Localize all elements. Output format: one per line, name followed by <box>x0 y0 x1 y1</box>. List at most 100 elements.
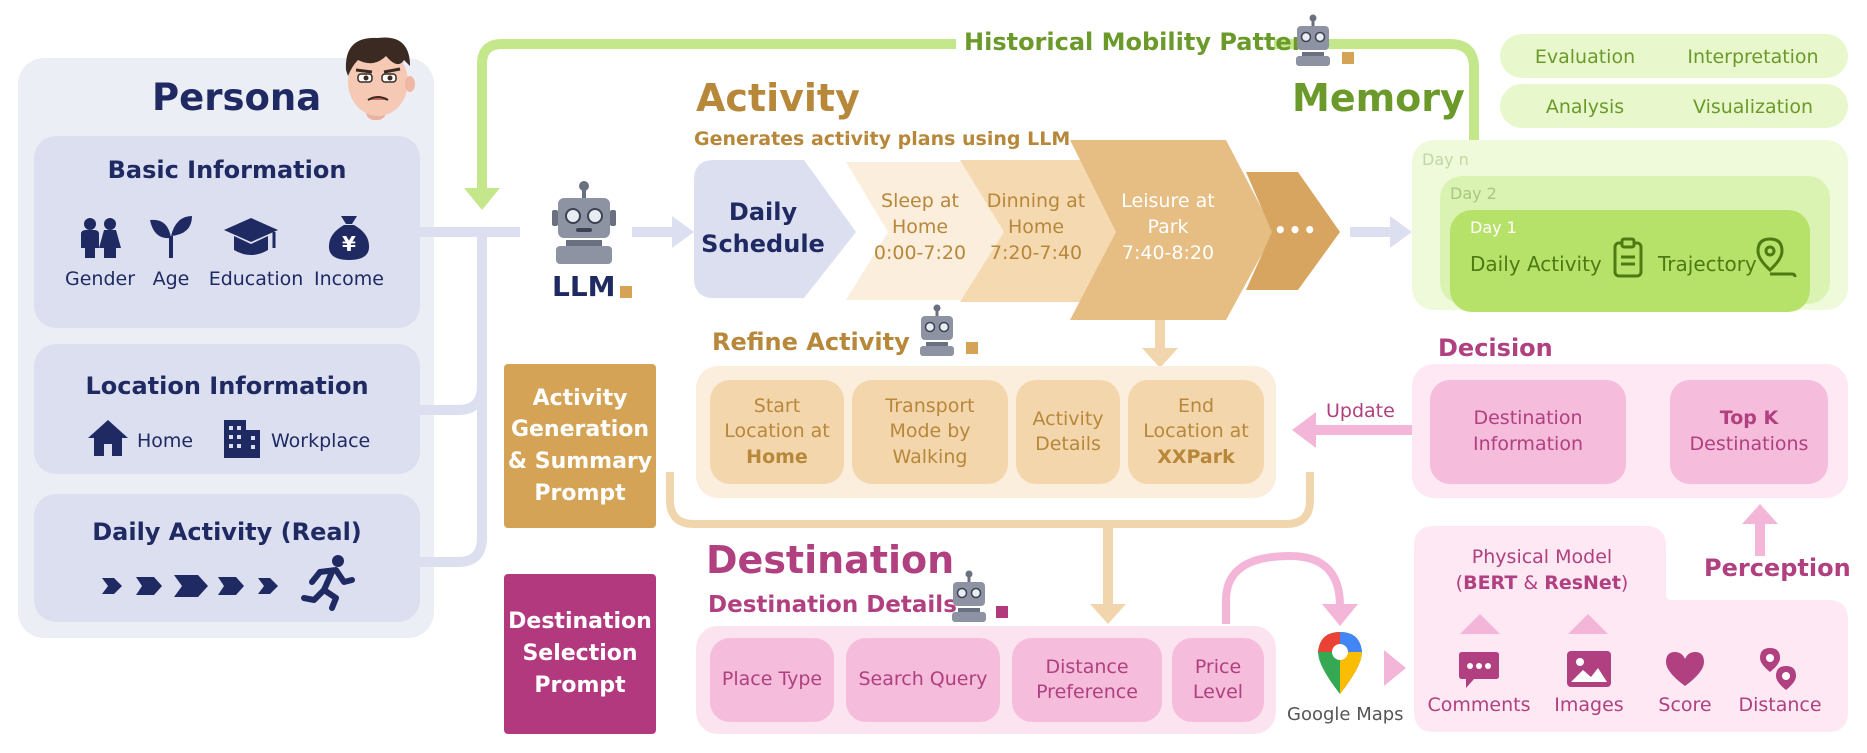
step-sleep-line3: 0:00-7:20 <box>873 242 967 264</box>
topk-line2: Destinations <box>1689 433 1809 455</box>
age-label: Age <box>152 268 190 290</box>
google-maps-pin-icon <box>1318 632 1362 694</box>
destination-robot-icon <box>952 570 986 622</box>
update-label: Update <box>1326 400 1395 422</box>
dest-info-line2: Information <box>1473 433 1583 455</box>
llm-label: LLM <box>552 270 616 303</box>
workplace-label: Workplace <box>271 430 371 452</box>
activity-title: Activity <box>696 76 860 120</box>
physical-model-label: Physical Model <box>1471 546 1613 568</box>
destination-place-type: Place Type <box>710 638 834 722</box>
physical-resnet: ResNet <box>1544 572 1621 594</box>
step-sleep-line2: Home <box>891 216 949 238</box>
destination-prompt-line2: Selection <box>522 641 638 667</box>
daily-activity-real-title: Daily Activity (Real) <box>92 518 362 546</box>
refine-details-a: Activity <box>1032 407 1104 430</box>
building-icon <box>224 420 260 458</box>
activity-subtitle: Generates activity plans using LLM <box>694 128 1071 150</box>
decision-topk-destinations: Top K Destinations <box>1670 380 1828 484</box>
perception-up-triangles <box>1460 614 1608 634</box>
memory-tag-analysis: Analysis <box>1545 96 1625 118</box>
persona-avatar-icon <box>345 37 415 120</box>
refine-activity-title: Refine Activity <box>712 328 910 356</box>
refine-transport-c: Walking <box>892 445 968 468</box>
perception-panel <box>1414 526 1848 732</box>
home-icon <box>88 420 128 456</box>
memory-trajectory-label: Trajectory <box>1658 252 1757 276</box>
step-sleep-line1: Sleep at <box>881 190 959 212</box>
basic-information-title: Basic Information <box>107 156 347 184</box>
trajectory-icon <box>1756 237 1797 278</box>
refine-start-c: Home <box>746 445 808 468</box>
llm-robot-icon <box>552 181 616 264</box>
step-leisure-line3: 7:40-8:20 <box>1121 242 1215 264</box>
historical-mobility-pattern-label: Historical Mobility Pattern <box>964 28 1321 56</box>
activity-generation-prompt: Activity Generation & Summary Prompt <box>504 364 656 528</box>
destination-selection-prompt: Destination Selection Prompt <box>504 574 656 734</box>
clipboard-icon <box>1613 237 1643 278</box>
score-label: Score <box>1658 694 1712 716</box>
income-label: Income <box>314 268 384 290</box>
memory-tag-evaluation: Evaluation <box>1534 46 1636 68</box>
activity-prompt-line2: Generation <box>510 417 650 443</box>
refine-details-b: Details <box>1035 433 1101 455</box>
activity-prompt-line4: Prompt <box>534 480 626 506</box>
destination-search-query: Search Query <box>846 638 1000 722</box>
refine-robot-icon <box>920 304 954 356</box>
memory-title: Memory <box>1292 76 1465 120</box>
step-more: ••• <box>1273 218 1319 242</box>
memory-tag-interpretation: Interpretation <box>1687 46 1819 68</box>
refine-end-location: End Location at XXPark <box>1128 380 1264 484</box>
daily-activity-real-card <box>34 494 420 622</box>
dest-info-line1: Destination <box>1473 407 1583 430</box>
refine-activity-details: Activity Details <box>1016 380 1120 484</box>
destination-price-level: Price Level <box>1172 638 1264 722</box>
refine-end-a: End <box>1177 395 1215 418</box>
decision-destination-information: Destination Information <box>1430 380 1626 484</box>
memory-day-2-label: Day 2 <box>1450 184 1497 203</box>
memory-tag-row1 <box>1500 34 1848 78</box>
physical-close-paren: ) <box>1620 572 1629 594</box>
refine-start-a: Start <box>753 395 801 418</box>
step-leisure-line2: Park <box>1147 216 1189 238</box>
physical-model-sub: (BERT & ResNet) <box>1418 572 1666 594</box>
step-dinning-line1: Dinning at <box>986 190 1086 212</box>
refine-marker <box>966 342 978 354</box>
persona-title: Persona <box>152 76 322 119</box>
people-icon <box>81 218 121 258</box>
refine-transport-b: Mode by <box>889 420 971 443</box>
history-marker <box>1342 52 1354 64</box>
activity-prompt-line1: Activity <box>532 385 628 411</box>
search-query-label: Search Query <box>858 668 988 691</box>
destination-marker <box>996 606 1008 618</box>
refine-end-b: Location at <box>1143 420 1249 443</box>
memory-day-1-label: Day 1 <box>1470 218 1517 237</box>
destination-prompt-line3: Prompt <box>534 672 626 698</box>
home-label: Home <box>137 430 194 452</box>
svg-text:¥: ¥ <box>342 232 356 256</box>
chevrons-icon <box>102 575 278 597</box>
refine-end-c: XXPark <box>1157 445 1235 468</box>
memory-day-n-label: Day n <box>1422 150 1469 169</box>
destination-distance-preference: Distance Preference <box>1012 638 1162 722</box>
refine-transport-mode: Transport Mode by Walking <box>852 380 1008 484</box>
daily-schedule-line2: Schedule <box>701 230 825 258</box>
distance-label: Distance <box>1738 694 1822 716</box>
price-level-b: Level <box>1192 681 1244 703</box>
money-bag-icon: ¥ <box>328 216 370 260</box>
images-icon <box>1567 651 1611 687</box>
comments-label: Comments <box>1427 694 1531 716</box>
place-type-label: Place Type <box>721 668 823 691</box>
refine-start-location: Start Location at Home <box>710 380 844 484</box>
step-leisure-line1: Leisure at <box>1121 190 1215 212</box>
refine-transport-a: Transport <box>885 395 975 418</box>
topk-line1: Top K <box>1719 407 1779 430</box>
images-label: Images <box>1554 694 1624 716</box>
destination-prompt-line1: Destination <box>508 609 652 635</box>
llm-marker <box>620 286 632 298</box>
memory-day-1-card <box>1450 210 1810 312</box>
distance-icon <box>1760 648 1796 690</box>
location-information-title: Location Information <box>85 372 369 400</box>
distance-preference-a: Distance <box>1045 655 1129 678</box>
physical-amp: & <box>1517 572 1545 594</box>
